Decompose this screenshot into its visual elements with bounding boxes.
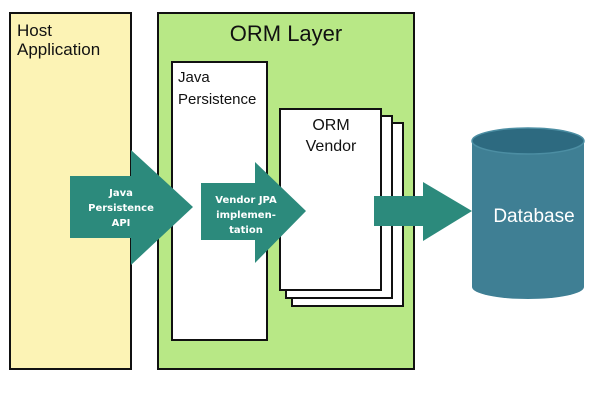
host-label-line1: Host	[17, 21, 52, 40]
java-persistence-label-line1: Java	[178, 69, 210, 86]
database-cylinder	[471, 127, 585, 299]
arrow-java-persistence-api	[70, 150, 193, 265]
database-top	[472, 128, 584, 154]
host-label-line2: Application	[17, 40, 100, 59]
database-label: Database	[493, 206, 574, 227]
java-persistence-label-line2: Persistence	[178, 91, 256, 108]
orm-vendor-label-line2: Vendor	[306, 138, 357, 155]
arrow-vendor-impl-line1: Vendor JPA	[215, 195, 277, 206]
arrow-vendor-impl-line2: implemen-	[216, 210, 276, 221]
arrow-vendor-jpa-implementation	[201, 162, 306, 263]
orm-layer-title: ORM Layer	[230, 21, 342, 46]
database-top-rim	[471, 127, 585, 155]
arrow-jpa-api-line3: API	[112, 218, 131, 229]
orm-vendor-page-front	[279, 108, 382, 291]
arrow-to-database	[374, 182, 472, 241]
arrow-vendor-impl-line3: tation	[229, 225, 263, 236]
database-body	[472, 142, 584, 299]
orm-vendor-label-line1: ORM	[312, 117, 349, 134]
arrow-jpa-api-line1: Java	[108, 188, 133, 199]
arrow-jpa-api-line2: Persistence	[88, 203, 154, 214]
